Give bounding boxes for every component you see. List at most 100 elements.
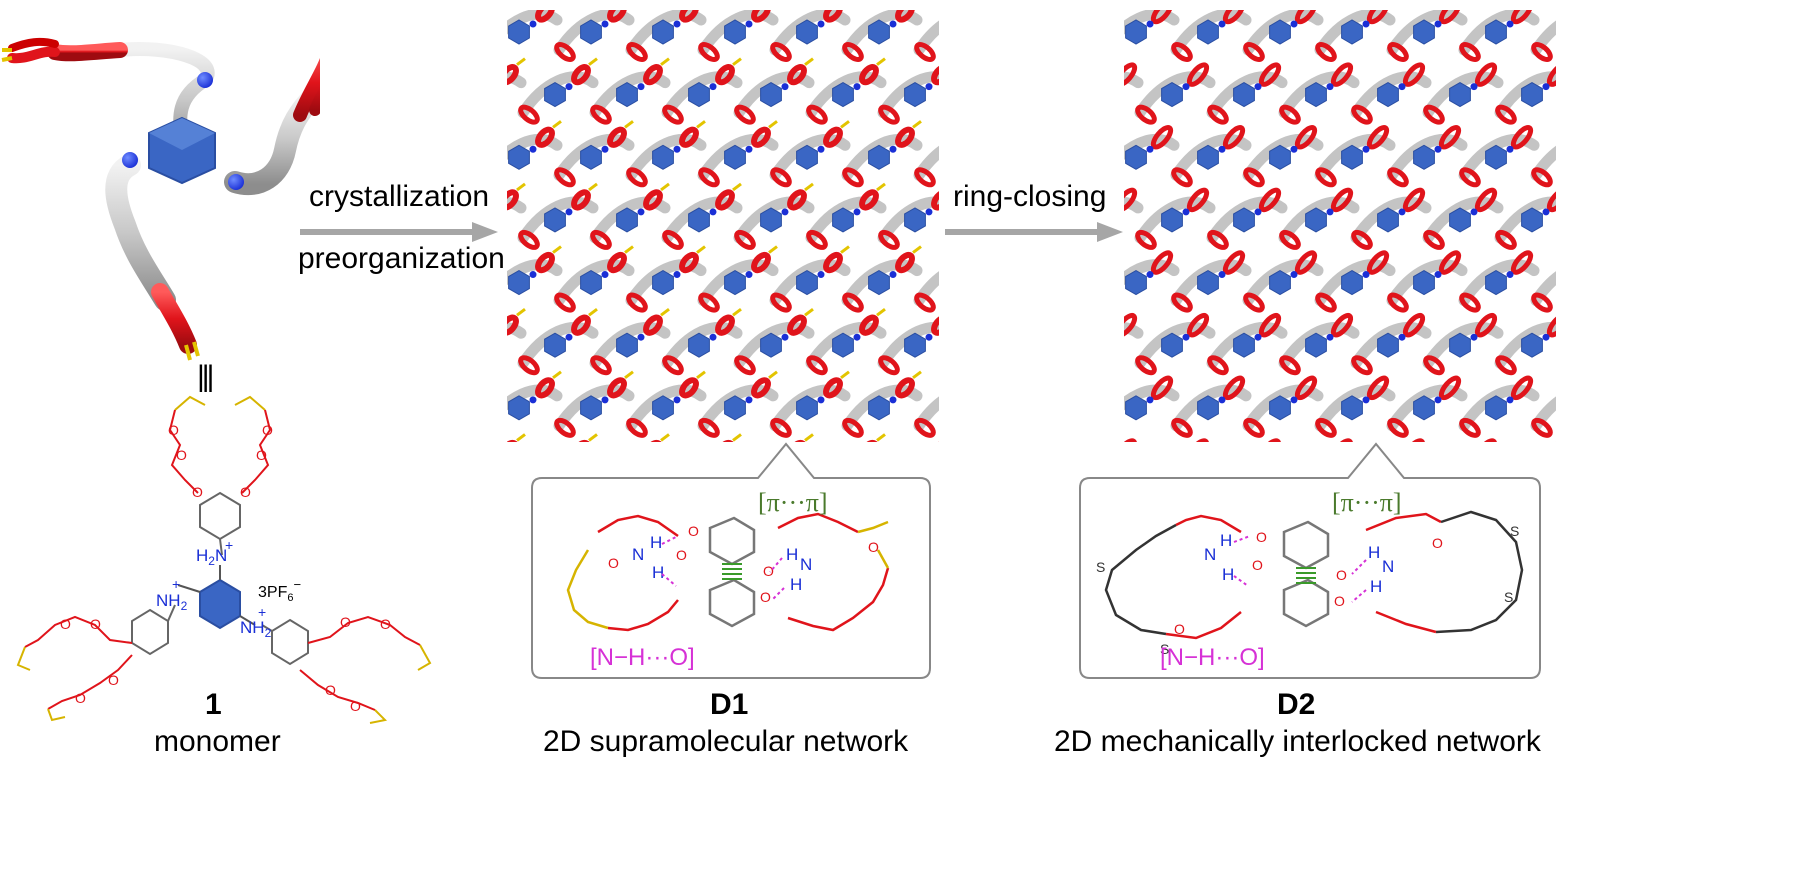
d1-core-hexagon — [688, 207, 710, 233]
svg-text:H: H — [790, 575, 802, 594]
d1-caption: 2D supramolecular network — [543, 725, 909, 758]
d1-allyl — [588, 433, 598, 442]
d2-crown-ether — [1258, 438, 1282, 442]
d1-crown-ether — [751, 251, 771, 274]
d1-core-hexagon — [508, 19, 530, 45]
d2-crown-ether — [1459, 167, 1481, 188]
d2-nitrogen — [1362, 396, 1370, 404]
svg-text:H: H — [1370, 577, 1382, 596]
d2-crown-ether — [1402, 438, 1426, 442]
d2-core-hexagon — [1449, 332, 1471, 358]
d1-crown-ether — [751, 377, 771, 399]
d1-crown-ether — [734, 104, 756, 125]
svg-text:H2N: H2N — [196, 546, 227, 568]
d1-crown-ether — [914, 292, 936, 313]
d2-nitrogen — [1182, 208, 1190, 216]
svg-text:O: O — [108, 672, 119, 688]
d1-crown-ether — [590, 104, 612, 125]
d2-crown-ether — [1510, 375, 1534, 401]
d2-crown-ether — [1531, 167, 1553, 188]
d1-nitrogen — [745, 271, 753, 279]
d2-crown-ether — [1351, 355, 1373, 376]
svg-text:S: S — [1504, 589, 1513, 605]
svg-text:NH2: NH2 — [156, 591, 188, 613]
d2-core-hexagon — [1413, 144, 1435, 170]
d1-nitrogen — [709, 333, 717, 341]
arrow-crystallization — [300, 222, 498, 242]
d2-crown-ether — [1186, 187, 1210, 213]
d2-crown-ether — [1366, 10, 1390, 25]
d1-nitrogen — [853, 208, 861, 216]
d1-crown-ether — [607, 377, 627, 399]
d2-core-hexagon — [1305, 207, 1327, 233]
d1-crown-ether — [823, 377, 843, 399]
d2-nitrogen — [1218, 271, 1226, 279]
d2-crown-ether — [1171, 42, 1193, 62]
d2-id: D2 — [1277, 688, 1316, 721]
d1-nitrogen — [745, 145, 753, 153]
d1-core-hexagon — [796, 395, 818, 421]
d1-crown-ether — [895, 251, 915, 274]
d2-crown-ether — [1438, 375, 1462, 401]
d1-crown-ether — [679, 377, 699, 399]
d1-nitrogen — [817, 20, 825, 28]
d2-core-hexagon — [1269, 270, 1291, 296]
svg-text:O: O — [763, 563, 774, 579]
d2-crown-ether — [1150, 125, 1174, 150]
d1-nitrogen — [781, 208, 789, 216]
d1-crown-ether — [751, 126, 771, 148]
d2-crown-ether — [1546, 187, 1556, 213]
d1-crown-ether — [914, 167, 936, 188]
svg-text:O: O — [325, 682, 336, 698]
d1-allyl — [768, 245, 778, 254]
d2-crown-ether — [1495, 229, 1517, 250]
d2-crown-ether — [1474, 187, 1498, 213]
d2-core-hexagon — [1197, 395, 1219, 421]
d2-core-hexagon — [1485, 395, 1507, 421]
d2-core-hexagon — [1269, 144, 1291, 170]
d1-crown-ether — [662, 229, 684, 250]
d1-crown-ether — [698, 417, 720, 438]
d1-nitrogen — [817, 271, 825, 279]
d1-core-hexagon — [508, 270, 530, 296]
d2-nitrogen — [1362, 20, 1370, 28]
d2-nitrogen — [1146, 20, 1154, 28]
d1-nitrogen — [601, 20, 609, 28]
d2-nitrogen — [1326, 333, 1334, 341]
d1-id: D1 — [710, 688, 749, 721]
equivalence-mark: ||| — [197, 360, 214, 393]
d2-crown-ether — [1510, 125, 1534, 150]
d1-allyl — [660, 308, 670, 317]
d1-nitrogen — [853, 83, 861, 91]
d2-crown-ether — [1459, 42, 1481, 62]
d1-allyl — [840, 370, 850, 380]
d2-crown-ether — [1243, 292, 1265, 313]
d1-crown-ether — [626, 167, 648, 188]
ring-closing-label: ring-closing — [953, 180, 1107, 213]
d2-crown-ether — [1135, 355, 1157, 376]
d1-nitrogen — [529, 145, 537, 153]
d2-crown-ether — [1222, 10, 1246, 25]
d2-nitrogen — [1506, 396, 1514, 404]
d2-nitrogen — [1362, 145, 1370, 153]
d1-allyl — [516, 308, 526, 317]
d2-core-hexagon — [1197, 144, 1219, 170]
svg-text:N: N — [632, 545, 644, 564]
d2-crown-ether — [1438, 250, 1462, 275]
d2-nitrogen — [1542, 83, 1550, 91]
d1-allyl — [732, 57, 742, 66]
d1-core-hexagon — [796, 19, 818, 45]
d2-crown-ether — [1279, 104, 1301, 125]
d1-crown-ether — [643, 189, 663, 211]
d1-nitrogen — [817, 145, 825, 153]
d1-nitrogen — [781, 83, 789, 91]
d2-crown-ether — [1243, 417, 1265, 438]
d1-crown-ether — [535, 10, 555, 23]
d2-nitrogen — [1146, 396, 1154, 404]
d1-nitrogen — [637, 208, 645, 216]
d1-nitrogen — [601, 145, 609, 153]
preorganization-label: preorganization — [298, 242, 505, 275]
d2-core-hexagon — [1485, 144, 1507, 170]
